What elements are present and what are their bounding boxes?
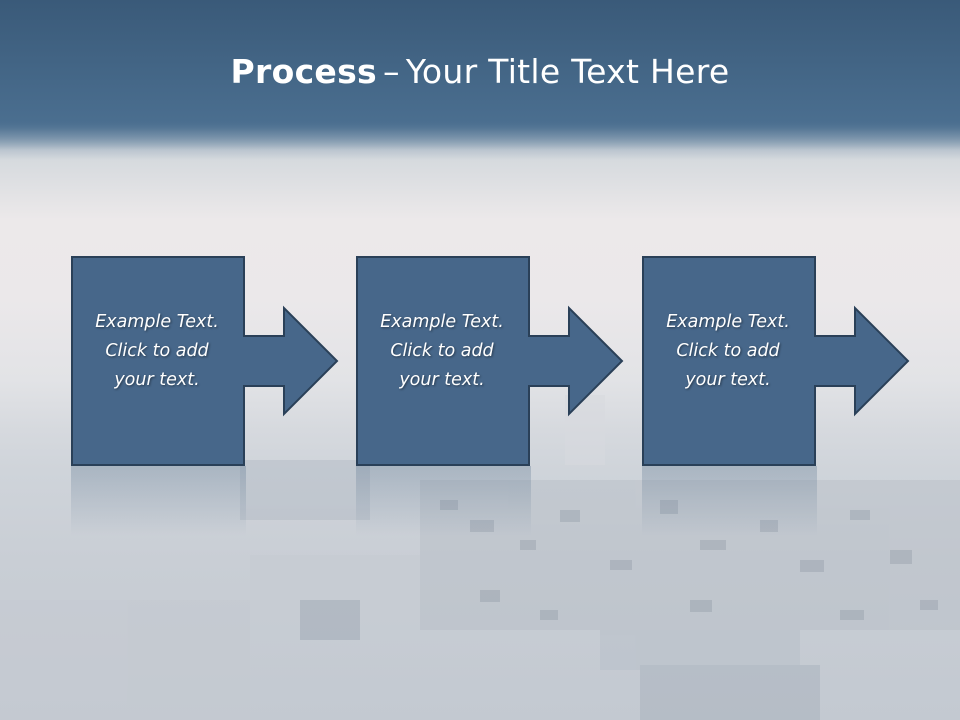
step-2-arrow-shape — [356, 256, 624, 466]
step-2-reflection — [356, 466, 531, 536]
process-step-3[interactable]: Example Text. Click to add your text. — [642, 256, 910, 466]
title-bold: Process — [230, 52, 377, 91]
step-3-reflection — [642, 466, 817, 536]
title-rest: Your Title Text Here — [405, 52, 730, 91]
title-separator: – — [383, 52, 400, 91]
title-band — [0, 0, 960, 150]
process-step-1[interactable]: Example Text. Click to add your text. — [71, 256, 339, 466]
step-3-arrow-shape — [642, 256, 910, 466]
step-1-arrow-shape — [71, 256, 339, 466]
step-1-text[interactable]: Example Text. Click to add your text. — [95, 312, 219, 390]
slide-title[interactable]: Process–Your Title Text Here — [0, 52, 960, 91]
step-1-reflection — [71, 466, 246, 536]
step-3-text[interactable]: Example Text. Click to add your text. — [666, 312, 790, 390]
step-2-text[interactable]: Example Text. Click to add your text. — [380, 312, 504, 390]
process-step-2[interactable]: Example Text. Click to add your text. — [356, 256, 624, 466]
